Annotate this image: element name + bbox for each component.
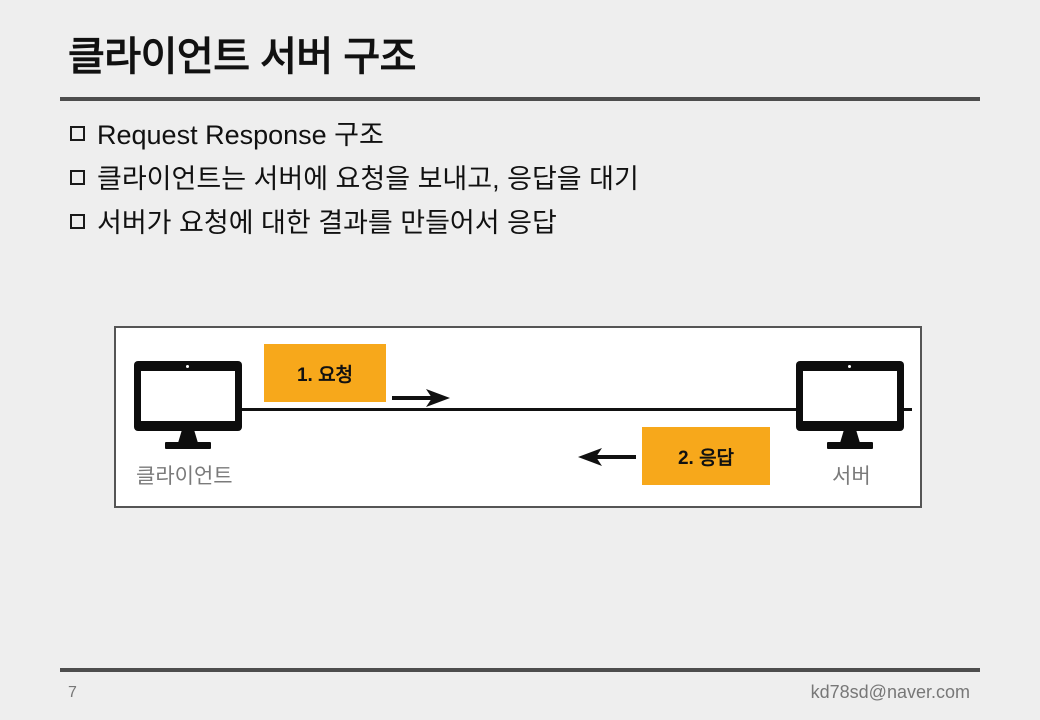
list-item: Request Response 구조	[70, 116, 950, 160]
page-title: 클라이언트 서버 구조	[68, 35, 416, 79]
bullet-list: Request Response 구조 클라이언트는 서버에 요청을 보내고, …	[70, 116, 950, 248]
monitor-stand-base	[165, 442, 211, 449]
server-label: 서버	[832, 465, 871, 488]
title-divider	[60, 97, 980, 101]
list-item-label: 서버가 요청에 대한 결과를 만들어서 응답	[97, 208, 557, 238]
footer-divider	[60, 668, 980, 672]
client-label: 클라이언트	[136, 465, 233, 488]
list-item-label: Request Response 구조	[97, 120, 384, 150]
monitor-screen	[803, 371, 897, 421]
client-server-diagram: 클라이언트 서버 1. 요청 2. 응답	[114, 326, 922, 508]
hollow-square-bullet-icon	[70, 170, 85, 185]
monitor-icon-server	[796, 361, 904, 449]
hollow-square-bullet-icon	[70, 126, 85, 141]
connection-line	[240, 408, 912, 411]
page-number: 7	[68, 684, 77, 701]
list-item: 서버가 요청에 대한 결과를 만들어서 응답	[70, 204, 950, 248]
list-item: 클라이언트는 서버에 요청을 보내고, 응답을 대기	[70, 160, 950, 204]
footer-email: kd78sd@naver.com	[810, 682, 970, 702]
monitor-bezel	[796, 361, 904, 431]
monitor-camera-dot	[848, 365, 851, 368]
monitor-camera-dot	[186, 365, 189, 368]
monitor-stand-neck	[178, 431, 198, 443]
step-box-response: 2. 응답	[642, 427, 770, 485]
arrow-right-icon	[392, 385, 454, 411]
monitor-stand-neck	[840, 431, 860, 443]
monitor-stand-base	[827, 442, 873, 449]
arrow-left-icon	[574, 444, 636, 470]
monitor-icon-client	[134, 361, 242, 449]
hollow-square-bullet-icon	[70, 214, 85, 229]
monitor-bezel	[134, 361, 242, 431]
step-box-request: 1. 요청	[264, 344, 386, 402]
monitor-screen	[141, 371, 235, 421]
list-item-label: 클라이언트는 서버에 요청을 보내고, 응답을 대기	[97, 164, 639, 194]
